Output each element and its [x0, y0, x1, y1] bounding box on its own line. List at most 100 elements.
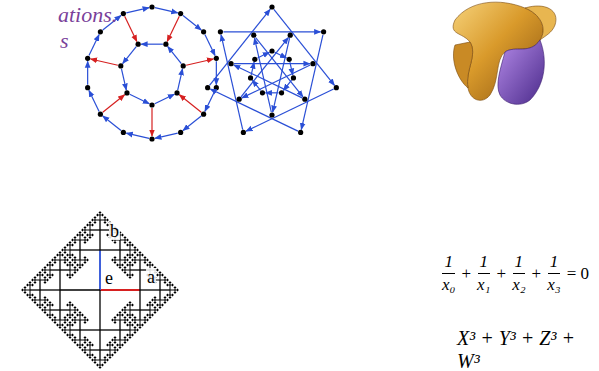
- fractal-segment: [166, 295, 167, 296]
- fractal-segment: [93, 225, 94, 226]
- fractal-segment: [115, 353, 116, 354]
- fractal-segment: [67, 275, 68, 276]
- fractal-segment: [127, 315, 128, 316]
- fractal-segment: [76, 265, 77, 266]
- fractal-segment: [72, 339, 73, 340]
- fractal-segment: [128, 240, 129, 241]
- fractal-segment: [62, 250, 63, 251]
- fractal-segment: [134, 262, 135, 263]
- fractal-segment: [135, 320, 136, 323]
- fractal-segment: [70, 255, 71, 258]
- fractal-segment: [66, 255, 67, 256]
- fractal-segment: [94, 222, 95, 223]
- fractal-segment: [97, 215, 98, 216]
- fractal-segment: [126, 255, 127, 256]
- fractal-segment: [95, 360, 96, 363]
- fractal-segment: [125, 337, 126, 338]
- fractal-segment: [31, 300, 32, 301]
- fractal-segment: [125, 238, 126, 241]
- fractal-segment: [125, 263, 126, 264]
- fractal-segment: [110, 355, 111, 358]
- fractal-segment: [74, 342, 75, 343]
- fractal-segment: [60, 251, 61, 252]
- fractal-segment: [84, 232, 85, 233]
- fractal-segment: [147, 264, 148, 265]
- fractal-segment: [53, 315, 54, 316]
- fractal-segment: [42, 305, 43, 306]
- fractal-segment: [47, 299, 48, 300]
- fractal-segment: [135, 256, 136, 257]
- fractal-segment: [65, 318, 66, 321]
- fractal-segment: [120, 249, 130, 250]
- fractal-segment: [73, 305, 74, 306]
- fractal-segment: [129, 302, 130, 303]
- fractal-segment: [66, 335, 67, 336]
- fractal-segment: [120, 315, 121, 320]
- fractal-segment: [137, 325, 138, 326]
- fractal-segment: [92, 345, 93, 346]
- fractal-segment: [70, 265, 71, 270]
- fractal-segment: [100, 365, 101, 368]
- fractal-segment: [68, 265, 71, 266]
- fractal-segment: [85, 242, 86, 243]
- fractal-segment: [75, 312, 76, 313]
- fractal-segment: [75, 243, 76, 244]
- fractal-segment: [98, 215, 101, 216]
- graph-arrow: [125, 16, 137, 41]
- fractal-segment: [163, 305, 164, 306]
- fractal-segment: [97, 364, 98, 365]
- fractal-segment: [125, 338, 126, 341]
- point-label: a: [146, 268, 156, 286]
- fractal-segment: [38, 275, 41, 276]
- fractal-segment: [85, 338, 86, 341]
- fractal-segment: [70, 270, 71, 275]
- fractal-segment: [45, 273, 46, 274]
- fractal-segment: [142, 254, 143, 255]
- fractal-segment: [45, 283, 46, 284]
- fractal-segment: [57, 325, 58, 326]
- fractal-segment: [130, 242, 131, 243]
- fractal-segment: [25, 287, 26, 288]
- fractal-segment: [67, 245, 68, 246]
- fractal-segment: [159, 307, 160, 308]
- fractal-segment: [74, 262, 75, 263]
- fractal-segment: [94, 357, 95, 358]
- fractal-segment: [116, 345, 117, 346]
- fractal-segment: [127, 239, 128, 240]
- fractal-segment: [99, 290, 100, 330]
- graph-vertex: [178, 130, 183, 135]
- fractal-segment: [165, 282, 166, 283]
- fractal-segment: [100, 329, 120, 330]
- fractal-segment: [55, 323, 56, 324]
- fractal-segment: [75, 306, 76, 307]
- fractal-segment: [135, 260, 140, 261]
- fractal-segment: [134, 257, 135, 258]
- fractal-segment: [169, 282, 170, 283]
- fractal-segment: [87, 239, 88, 240]
- fractal-segment: [65, 316, 66, 317]
- fractal-segment: [132, 325, 133, 326]
- fractal-segment: [47, 315, 48, 316]
- fractal-segment: [133, 325, 134, 326]
- fractal-segment: [112, 260, 113, 261]
- fractal-segment: [80, 260, 81, 265]
- fractal-segment: [45, 313, 46, 314]
- fractal-segment: [80, 232, 81, 233]
- fractal-segment: [44, 277, 45, 278]
- fractal-segment: [67, 254, 68, 255]
- fractal-segment: [110, 342, 111, 343]
- fractal-segment: [112, 319, 113, 320]
- fractal-segment: [109, 357, 110, 358]
- fractal-segment: [127, 265, 128, 266]
- fractal-segment: [67, 335, 68, 336]
- fractal-segment: [60, 320, 65, 321]
- fractal-segment: [75, 266, 76, 267]
- fractal-segment: [88, 240, 89, 241]
- fractal-segment: [40, 271, 41, 272]
- fractal-segment: [68, 325, 71, 326]
- fractal-segment: [70, 317, 71, 318]
- fractal-segment: [85, 347, 86, 348]
- graph-arrow: [87, 61, 88, 84]
- fractal-segment: [175, 288, 176, 291]
- fractal-segment: [153, 315, 154, 316]
